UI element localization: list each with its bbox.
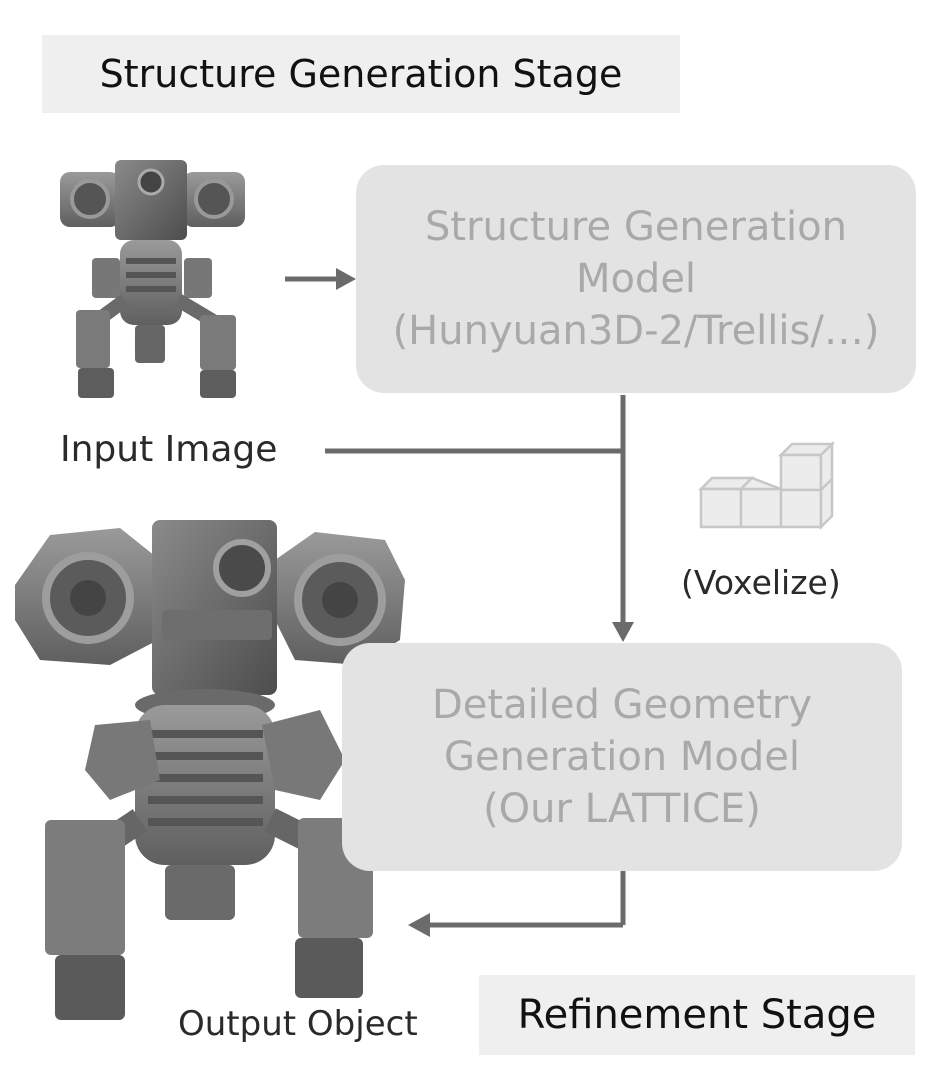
input-image-label: Input Image [60,429,277,470]
arrow-detail-to-output [408,871,623,937]
input-robot-image [60,160,245,398]
voxelize-label: (Voxelize) [681,563,841,602]
structure-model-line2: Model [576,253,696,305]
voxel-cubes-icon [701,444,832,527]
refinement-stage-title: Refinement Stage [479,975,915,1055]
detailed-geometry-model-box: Detailed Geometry Generation Model (Our … [342,643,902,871]
arrow-input-to-model [285,268,356,290]
structure-model-line3: (Hunyuan3D-2/Trellis/…) [393,305,880,357]
detail-model-line1: Detailed Geometry [432,679,812,731]
output-object-label: Output Object [178,1004,418,1044]
arrow-structure-to-detail [612,395,634,642]
detail-model-line3: (Our LATTICE) [483,783,761,835]
detail-model-line2: Generation Model [444,731,800,783]
structure-generation-model-box: Structure Generation Model (Hunyuan3D-2/… [356,165,916,393]
structure-model-line1: Structure Generation [425,201,847,253]
